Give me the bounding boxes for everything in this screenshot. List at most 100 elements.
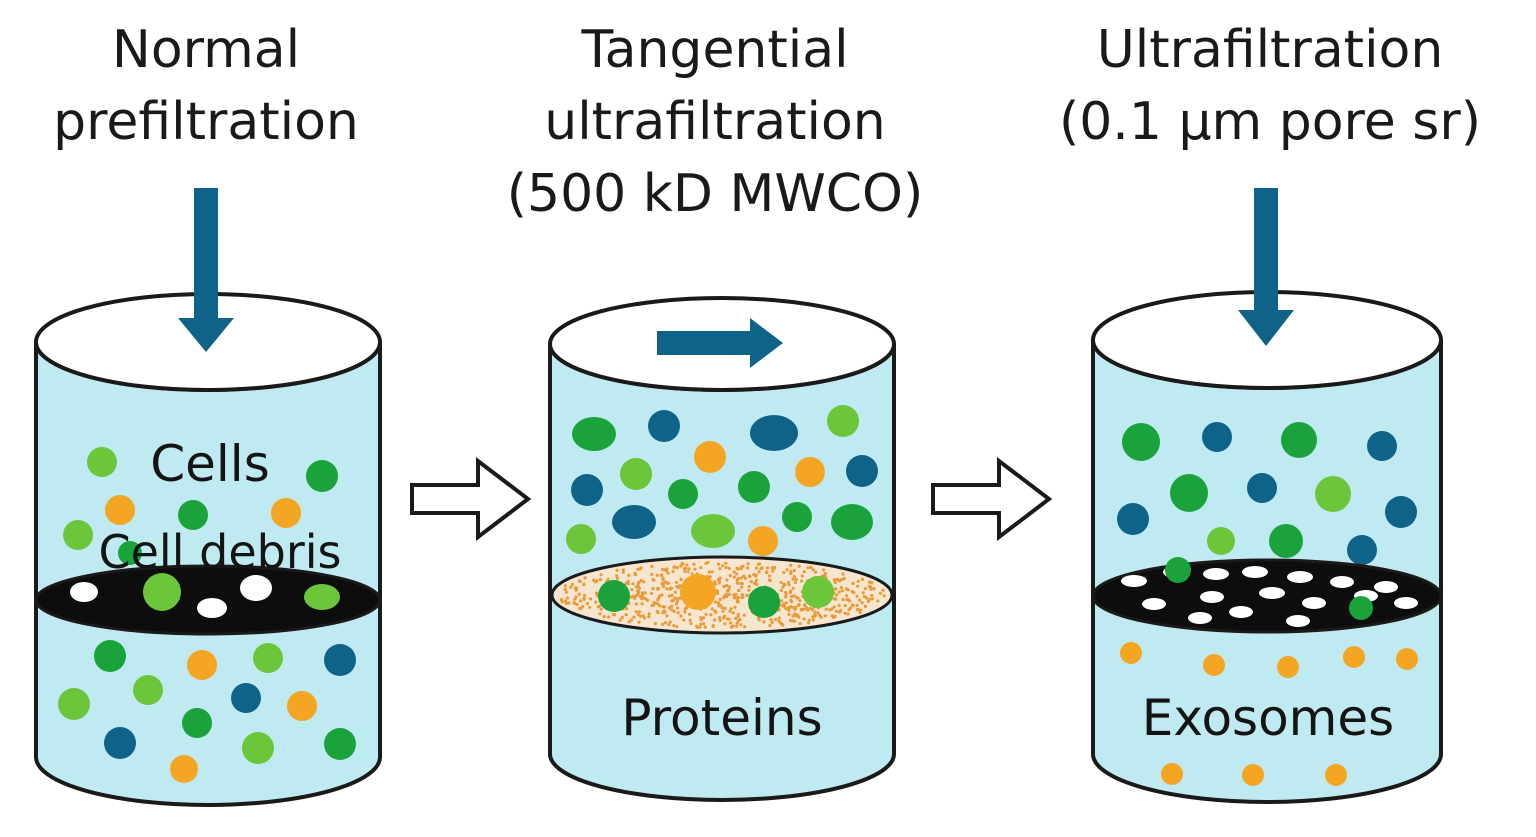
membrane-dot [729,625,734,629]
vessel-1-white-pore [240,575,272,601]
membrane-dot [742,613,746,617]
membrane-dot [779,588,784,593]
membrane-dot [851,581,855,586]
membrane-dot [663,621,668,625]
membrane-dot [596,605,600,609]
vessel-1-white-pore [197,598,227,618]
stage-3-title: Ultrafiltration (0.1 µm pore sr) [1050,14,1490,158]
membrane-dot [676,606,680,610]
membrane-dot [679,564,683,568]
membrane-dot [809,565,813,570]
membrane-dot [599,573,603,577]
membrane-dot [771,567,775,571]
membrane-dot [757,618,761,622]
vessel-1-light-green-particle [133,675,163,705]
membrane-dot [602,615,606,619]
membrane-dot [791,586,795,590]
membrane-dot [606,577,610,581]
membrane-dot [621,570,625,575]
vessel-2-teal-particle [648,410,680,442]
vessel-1 [34,188,382,807]
membrane-dot [740,582,744,586]
vessel-2-dark-green-particle [668,479,698,509]
vessel-3-white-pore [1259,587,1285,599]
membrane-dot [757,570,761,574]
vessel-2-dark-green-particle [782,502,812,532]
vessel-1-orange-particle [287,691,317,721]
membrane-dot [717,562,721,566]
vessel-1-dark-green-particle [306,460,338,492]
membrane-dot [769,618,773,622]
vessel-1-white-pore [70,582,98,602]
membrane-dot [789,605,793,609]
vessel-3-white-pore [1229,606,1253,618]
membrane-dot [840,589,845,593]
membrane-dot [618,618,622,622]
vessel-2-light-green-particle [566,524,596,554]
vessel-2-dark-green-particle [738,471,770,503]
membrane-dot [658,594,662,598]
vessel-2-light-green-particle [802,576,834,608]
vessel-3-dark-green-particle [1281,422,1317,458]
membrane-dot [736,614,740,618]
membrane-dot [667,581,671,585]
membrane-dot [723,614,727,618]
membrane-dot [837,590,841,594]
membrane-dot [791,614,795,618]
membrane-dot [664,580,668,584]
membrane-dot [666,571,670,575]
membrane-dot [728,609,732,613]
membrane-dot [757,562,762,566]
membrane-dot [855,603,859,608]
membrane-dot [630,587,634,592]
membrane-dot [754,578,759,582]
vessel-1-light-green-particle [87,447,117,477]
membrane-dot [792,575,796,579]
stage-1-title-line-1: Normal [111,20,301,80]
vessel-3-dark-green-particle [1170,474,1208,512]
membrane-dot [563,584,567,588]
membrane-dot [727,617,731,621]
membrane-dot [624,613,628,617]
membrane-dot [734,616,738,621]
membrane-dot [858,610,862,615]
vessel-2-teal-particle [846,455,878,487]
membrane-dot [754,566,759,570]
membrane-dot [686,570,690,574]
membrane-dot [661,622,665,627]
membrane-dot [678,584,682,588]
vessel-2-dark-green-particle [831,504,873,540]
vessel-3-orange-particle [1161,763,1183,785]
vessel-3-white-pore [1121,575,1147,587]
membrane-dot [727,566,732,571]
membrane-dot [564,601,568,606]
outline-arrow-right-icon [410,456,532,542]
membrane-dot [689,621,693,626]
membrane-dot [713,582,718,586]
stage-3-title-line-1: Ultrafiltration [1096,20,1444,80]
vessel-3-teal-particle [1367,431,1397,461]
membrane-dot [724,565,728,570]
membrane-dot [832,597,836,601]
membrane-dot [850,603,855,607]
membrane-dot [830,607,834,611]
membrane-dot [582,596,586,601]
vessel-1-teal-particle [231,683,261,713]
vessel-1-light-green-particle [304,584,340,610]
membrane-dot [661,578,665,582]
membrane-dot [639,614,643,618]
membrane-dot [729,621,733,625]
membrane-dot [833,587,837,591]
stage-1-title: Normal prefiltration [30,14,382,158]
membrane-dot [734,592,738,597]
membrane-dot [764,571,769,575]
membrane-dot [850,589,855,594]
membrane-dot [642,580,646,584]
membrane-dot [870,593,874,598]
membrane-dot [636,567,640,571]
stage-1-title-line-2: prefiltration [53,92,359,152]
membrane-dot [636,613,640,617]
membrane-dot [779,580,783,585]
membrane-dot [806,621,811,625]
